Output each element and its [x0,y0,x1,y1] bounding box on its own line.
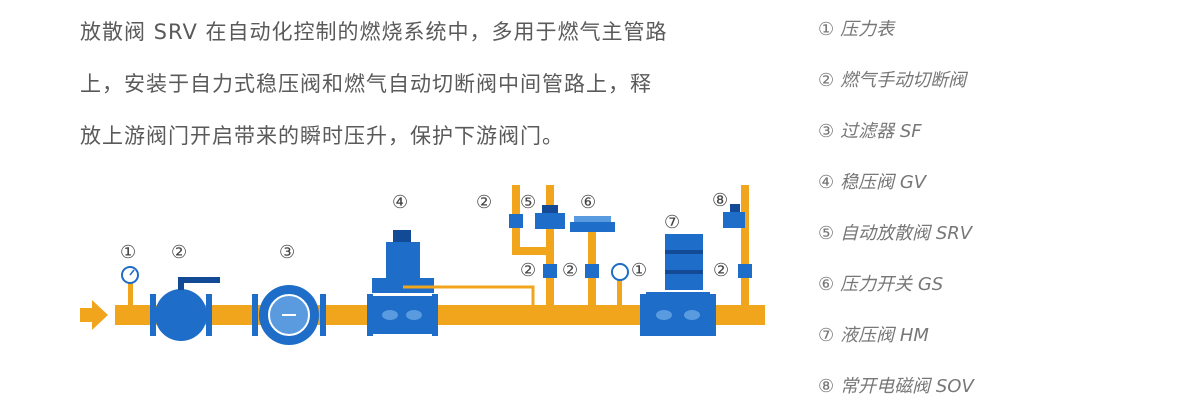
filter [252,285,326,345]
callout-pressure-switch: ⑥ [580,192,596,213]
ball-valve [150,277,220,341]
upper-valve [509,214,523,228]
branch-valve-c [738,264,752,278]
callout-upper-valve: ② [476,192,492,213]
callout-filter: ③ [279,242,295,263]
callout-hydraulic-valve: ⑦ [664,212,680,233]
branch-valve-b [585,264,599,278]
branch-valve-a [543,264,557,278]
callout-relief-valve: ⑤ [520,192,536,213]
callout-branch-valve-c: ② [713,260,729,281]
pressure-switch [570,216,615,232]
callout-solenoid-valve: ⑧ [712,190,728,211]
branch-pipe-c [741,185,749,307]
description-line-2: 上，安装于自力式稳压阀和燃气自动切断阀中间管路上，释 [80,72,652,96]
description-paragraph: 放散阀 SRV 在自动化控制的燃烧系统中，多用于燃气主管路 上，安装于自力式稳压… [80,6,760,162]
branch-pipe-a [546,185,554,307]
callout-ball-valve: ② [171,242,187,263]
callout-gauge-1: ① [120,242,136,263]
solenoid-valve [723,204,745,228]
pressure-gauge-2 [611,263,629,281]
callout-branch-valve-a: ② [520,260,536,281]
description-line-3: 放上游阀门开启带来的瞬时压升，保护下游阀门。 [80,124,564,148]
branch-pipe-upper-h [512,247,554,255]
callout-branch-valve-b: ② [562,260,578,281]
branch-pipe-gauge [617,278,622,308]
pipeline-diagram: ① ② ③ ④ ② ⑤ [80,185,765,345]
relief-valve [535,205,565,229]
callout-gauge-2: ① [631,260,647,281]
pressure-gauge-1 [121,266,139,307]
hydraulic-valve [640,234,716,336]
flow-arrow [80,300,108,330]
regulator [367,230,438,336]
sensing-line [403,285,535,306]
description-line-1: 放散阀 SRV 在自动化控制的燃烧系统中，多用于燃气主管路 [80,20,668,44]
callout-regulator: ④ [392,192,408,213]
